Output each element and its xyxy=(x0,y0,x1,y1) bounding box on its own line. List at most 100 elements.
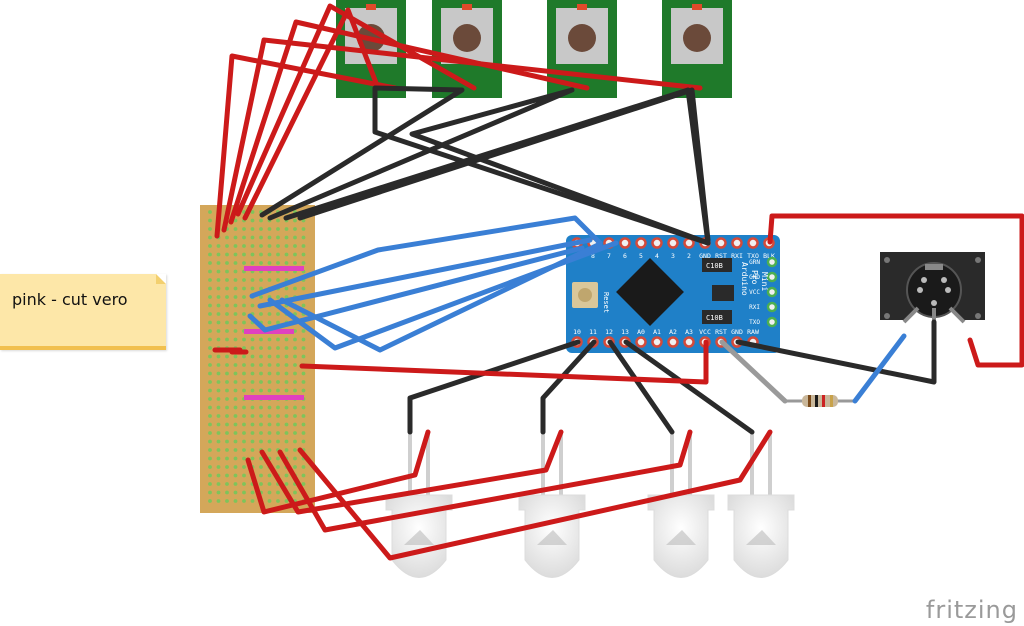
board-hole xyxy=(225,414,229,418)
board-hole xyxy=(276,346,280,350)
board-hole xyxy=(284,337,289,342)
board-hole xyxy=(250,388,255,393)
board-hole xyxy=(216,414,221,418)
board-hole xyxy=(216,303,221,308)
board-hole xyxy=(208,465,212,469)
board-hole xyxy=(208,269,212,274)
board-hole xyxy=(250,261,255,265)
wire-red xyxy=(228,19,590,225)
board-hole xyxy=(259,278,263,282)
led xyxy=(727,432,795,578)
midi-din-socket xyxy=(880,252,985,324)
board-hole xyxy=(242,354,246,359)
pin-label: VCC xyxy=(699,328,711,336)
board-hole xyxy=(216,473,221,478)
board-hole xyxy=(242,448,246,452)
pin-label: A3 xyxy=(685,328,693,336)
board-hole xyxy=(259,431,263,435)
board-hole xyxy=(259,465,263,469)
cut-vero-marker xyxy=(244,266,304,271)
board-hole xyxy=(208,439,212,444)
board-hole xyxy=(242,346,246,350)
board-hole xyxy=(301,431,306,435)
board-hole xyxy=(293,431,297,435)
board-hole xyxy=(301,388,306,393)
board-hole xyxy=(301,414,306,418)
board-hole xyxy=(276,235,280,240)
board-hole xyxy=(259,439,263,444)
board-hole xyxy=(250,363,255,367)
wire-black xyxy=(267,87,711,246)
board-hole xyxy=(233,473,238,478)
board-hole xyxy=(293,244,297,248)
pin-label: GND xyxy=(699,252,711,260)
board-hole xyxy=(267,482,272,486)
board-hole xyxy=(225,312,229,316)
board-hole xyxy=(301,465,306,469)
board-hole xyxy=(267,320,272,325)
board-hole xyxy=(216,405,221,410)
board-hole xyxy=(259,244,263,248)
board-hole xyxy=(276,422,280,427)
board-hole xyxy=(301,473,306,478)
board-hole xyxy=(216,422,221,427)
board-hole xyxy=(284,448,289,452)
board-hole xyxy=(284,405,289,410)
board-hole xyxy=(259,227,263,231)
board-hole xyxy=(216,448,221,452)
board-hole xyxy=(267,499,272,503)
board-hole xyxy=(284,363,289,367)
header-pin xyxy=(747,237,759,249)
board-hole xyxy=(216,312,221,316)
board-hole xyxy=(301,422,306,427)
board-hole xyxy=(301,286,306,291)
microcontroller-chip xyxy=(616,258,684,326)
header-pin xyxy=(715,237,727,249)
board-hole xyxy=(267,235,272,240)
pin-label: GRN xyxy=(749,259,760,266)
board-hole xyxy=(250,210,255,214)
board-hole xyxy=(284,354,289,359)
board-hole xyxy=(216,261,221,265)
board-hole xyxy=(250,252,255,257)
board-hole xyxy=(267,227,272,231)
board-hole xyxy=(233,490,238,495)
board-hole xyxy=(225,371,229,376)
board-hole xyxy=(216,354,221,359)
board-hole xyxy=(208,499,212,503)
header-pin xyxy=(667,237,679,249)
board-hole xyxy=(233,499,238,503)
side-pin xyxy=(766,256,778,268)
board-hole xyxy=(242,295,246,299)
cap-label-2: C10B xyxy=(706,314,723,322)
board-hole xyxy=(225,354,229,359)
board-hole xyxy=(225,295,229,299)
board-hole xyxy=(225,269,229,274)
board-hole xyxy=(259,405,263,410)
board-hole xyxy=(250,380,255,384)
board-hole xyxy=(284,499,289,503)
board-hole xyxy=(267,380,272,384)
board-hole xyxy=(233,295,238,299)
board-hole xyxy=(301,482,306,486)
board-hole xyxy=(242,473,246,478)
board-hole xyxy=(216,252,221,257)
board-hole xyxy=(250,499,255,503)
board-hole xyxy=(276,261,280,265)
board-hole xyxy=(276,244,280,248)
board-hole xyxy=(284,227,289,231)
board-hole xyxy=(233,218,238,223)
board-hole xyxy=(216,465,221,469)
board-hole xyxy=(225,329,229,333)
board-hole xyxy=(233,405,238,410)
board-hole xyxy=(267,388,272,393)
header-pin xyxy=(731,237,743,249)
board-hole xyxy=(301,380,306,384)
board-hole xyxy=(208,286,212,291)
board-hole xyxy=(242,235,246,240)
board-hole xyxy=(225,337,229,342)
board-hole xyxy=(233,235,238,240)
pin-label: 2 xyxy=(687,252,691,260)
board-hole xyxy=(293,252,297,257)
